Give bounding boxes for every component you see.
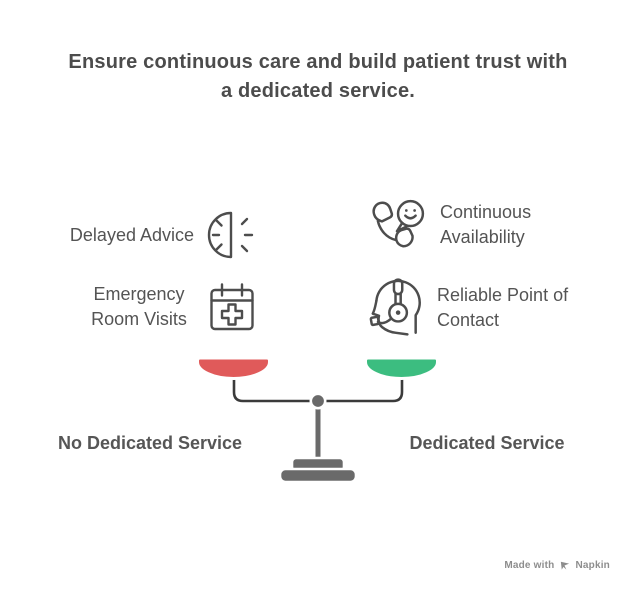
scale-base-lower (278, 467, 358, 484)
pro-item-label: Reliable Point of Contact (437, 285, 569, 330)
balance-scale-graphic (196, 356, 439, 484)
support-headset-icon (369, 278, 421, 336)
watermark-brand: Napkin (575, 559, 610, 571)
page-title: Ensure continuous care and build patient… (0, 48, 636, 106)
scale-left-pan (196, 356, 271, 380)
napkin-logo-icon (561, 561, 570, 570)
con-item-emergency-room-visits: Emergency Room Visits (20, 279, 255, 335)
watermark-prefix: Made with (504, 559, 555, 571)
con-item-label: Emergency Room Visits (91, 284, 187, 329)
half-clock-icon (207, 211, 254, 259)
scale-pivot (309, 392, 327, 410)
scale-right-pan (364, 356, 439, 380)
watermark: Made with Napkin (504, 559, 610, 571)
pro-item-label: Continuous Availability (440, 202, 532, 247)
left-side-label: No Dedicated Service (57, 433, 243, 453)
page-title-line-2: a dedicated service. (220, 80, 416, 102)
medical-calendar-icon (210, 283, 254, 331)
phone-smile-icon (372, 199, 425, 248)
pro-item-reliable-point-of-contact: Reliable Point of Contact (367, 276, 595, 340)
right-side-label: Dedicated Service (409, 433, 565, 453)
page-title-line-1: Ensure continuous care and build patient… (68, 51, 568, 73)
con-item-delayed-advice: Delayed Advice (20, 206, 255, 264)
con-item-label: Delayed Advice (69, 224, 194, 245)
pro-item-continuous-availability: Continuous Availability (368, 196, 570, 254)
